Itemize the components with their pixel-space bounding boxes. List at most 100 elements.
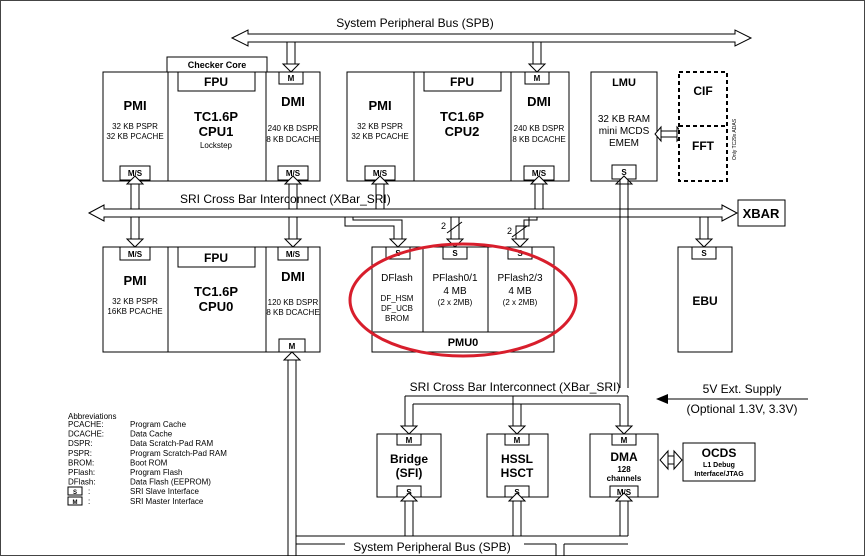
cpu2-pmi-pspr: 32 KB PSPR [357, 122, 403, 131]
lmu-dma-link [619, 180, 629, 388]
lmu-block: LMU 32 KB RAM mini MCDS EMEM S [590, 71, 684, 182]
lmu-mcds: mini MCDS [599, 126, 650, 137]
cpu2-dmi-dcache: 8 KB DCACHE [512, 135, 565, 144]
cpu1-dmi-sri-port: M/S [286, 169, 301, 178]
ebu-label: EBU [692, 294, 717, 308]
cpu0-pmi-sri-port: M/S [128, 250, 143, 259]
cpu2-dmi-label: DMI [527, 94, 551, 109]
pflash01-slave-port: S [452, 249, 458, 258]
sri-bottom-bus: SRI Cross Bar Interconnect (XBar_SRI) [399, 380, 634, 435]
cpu1-fpu-label: FPU [204, 75, 228, 89]
ocds-block: OCDS L1 Debug Interface/JTAG [682, 442, 756, 482]
dma-channels: channels [607, 474, 642, 483]
abbr-value: Program Flash [130, 468, 182, 477]
checker-core-label: Checker Core [188, 60, 247, 70]
sri-top-bus: SRI Cross Bar Interconnect (XBar_SRI) [87, 175, 739, 248]
abbr-slave-swatch-letter: S [73, 490, 77, 496]
cif-label: CIF [693, 84, 712, 98]
abbr-master-swatch [67, 496, 83, 506]
cpu1-dmi-label: DMI [281, 94, 305, 109]
lmu-title: LMU [612, 77, 636, 89]
ebu-block: S EBU [677, 246, 733, 353]
abbr-title: Abbreviations [68, 412, 116, 421]
cpu1-dmi-dcache: 8 KB DCACHE [266, 135, 319, 144]
xbar-box [737, 199, 786, 227]
pflash23-size: 4 MB [508, 286, 532, 297]
dma-master-port: M [621, 436, 628, 445]
cpu1-pmi-pcache: 32 KB PCACHE [106, 132, 163, 141]
lmu-ram: 32 KB RAM [598, 114, 650, 125]
pmu0-block: PMU0 S S S DFlash DF_HSM DF_UCB BROM PFl… [371, 246, 555, 353]
cpu1-pmi-sri-port: M/S [128, 169, 143, 178]
abbr-key: PSPR: [68, 449, 92, 458]
abbr-key: DFlash: [68, 478, 96, 487]
dflash-brom: BROM [385, 314, 409, 323]
ebu-slave-port: S [701, 249, 707, 258]
cpu0-pmi-pcache: 16KB PCACHE [107, 307, 162, 316]
cpu0-dmi-dspr: 120 KB DSPR [268, 298, 319, 307]
cif-fft-block: CIF FFT Only TC29x ADAS [678, 71, 738, 182]
cpu0-cluster: M/S M/S PMI 32 KB PSPR 16KB PCACHE FPU T… [102, 246, 321, 353]
abbr-value: SRI Master Interface [130, 497, 204, 506]
abbr-key: DCACHE: [68, 430, 104, 439]
cpu2-dmi-dspr: 240 KB DSPR [514, 124, 565, 133]
dflash-ucb: DF_UCB [381, 304, 413, 313]
bridge-slave-port: S [406, 488, 412, 497]
lmu-slave-port: S [621, 168, 627, 177]
ocds-label: OCDS [702, 446, 737, 460]
dflash-label: DFlash [381, 273, 413, 284]
cpu0-dmi-label: DMI [281, 269, 305, 284]
dma-ms-port: M/S [617, 488, 632, 497]
hssl-slave-port: S [514, 488, 520, 497]
hssl-master-port: M [514, 436, 521, 445]
cpu0-pmi-label: PMI [123, 273, 146, 288]
supply-label: 5V Ext. Supply [703, 382, 782, 396]
hssl-block: M HSSL HSCT S [486, 433, 549, 498]
pflash23-label: PFlash2/3 [497, 273, 542, 284]
cpu2-pmi-sri-port: M/S [373, 169, 388, 178]
bridge-label: Bridge [390, 452, 428, 466]
hsct-label: HSCT [501, 466, 534, 480]
cpu1-core-name: TC1.6P [194, 109, 238, 124]
abbr-key: : [88, 487, 90, 496]
cpu1-lockstep: Lockstep [200, 141, 233, 150]
cpu1-dmi-spb-port: M [288, 74, 295, 83]
cpu1-dmi-dspr: 240 KB DSPR [268, 124, 319, 133]
cpu2-core-name: TC1.6P [440, 109, 484, 124]
spb-top-label: System Peripheral Bus (SPB) [336, 16, 493, 30]
cpu2-pmi-pcache: 32 KB PCACHE [351, 132, 408, 141]
cpu0-core-id: CPU0 [199, 299, 234, 314]
pflash23-slave-port: S [517, 249, 523, 258]
dflash-hsm: DF_HSM [381, 294, 414, 303]
bridge-master-port: M [406, 436, 413, 445]
cpu0-dmi-dcache: 8 KB DCACHE [266, 308, 319, 317]
xbar-label: XBAR [743, 206, 780, 221]
abbr-slave-swatch [67, 486, 83, 496]
cpu1-pmi-pspr: 32 KB PSPR [112, 122, 158, 131]
hssl-label: HSSL [501, 452, 533, 466]
dma-label: DMA [610, 450, 638, 464]
supply-optional: (Optional 1.3V, 3.3V) [687, 402, 798, 416]
pmu-highlight-ellipse [348, 242, 578, 358]
pflash01-width: 2 [441, 221, 446, 231]
cpu2-core-id: CPU2 [445, 124, 480, 139]
cpu2-fpu-label: FPU [450, 75, 474, 89]
fft-option-note: Only TC29x ADAS [732, 118, 738, 160]
dma-block: M DMA 128 channels M/S [589, 433, 659, 498]
abbr-value: Data Flash (EEPROM) [130, 478, 211, 487]
abbreviations-legend: Abbreviations PCACHE:Program CacheDCACHE… [67, 412, 227, 506]
fft-label: FFT [692, 139, 715, 153]
abbr-key: : [88, 497, 90, 506]
abbr-master-swatch-letter: M [73, 500, 78, 506]
abbr-key: PFlash: [68, 468, 95, 477]
cpu0-dmi-spb-port: M [289, 342, 296, 351]
cpu0-core-name: TC1.6P [194, 284, 238, 299]
cpu2-pmi-label: PMI [368, 98, 391, 113]
sri-to-pmu-links: 2 2 [344, 217, 538, 248]
abbr-value: Boot ROM [130, 458, 168, 467]
sri-top-label: SRI Cross Bar Interconnect (XBar_SRI) [180, 192, 391, 206]
supply-note: 5V Ext. Supply (Optional 1.3V, 3.3V) [656, 382, 808, 416]
pflash23-detail: (2 x 2MB) [503, 298, 538, 307]
pflash01-detail: (2 x 2MB) [438, 298, 473, 307]
